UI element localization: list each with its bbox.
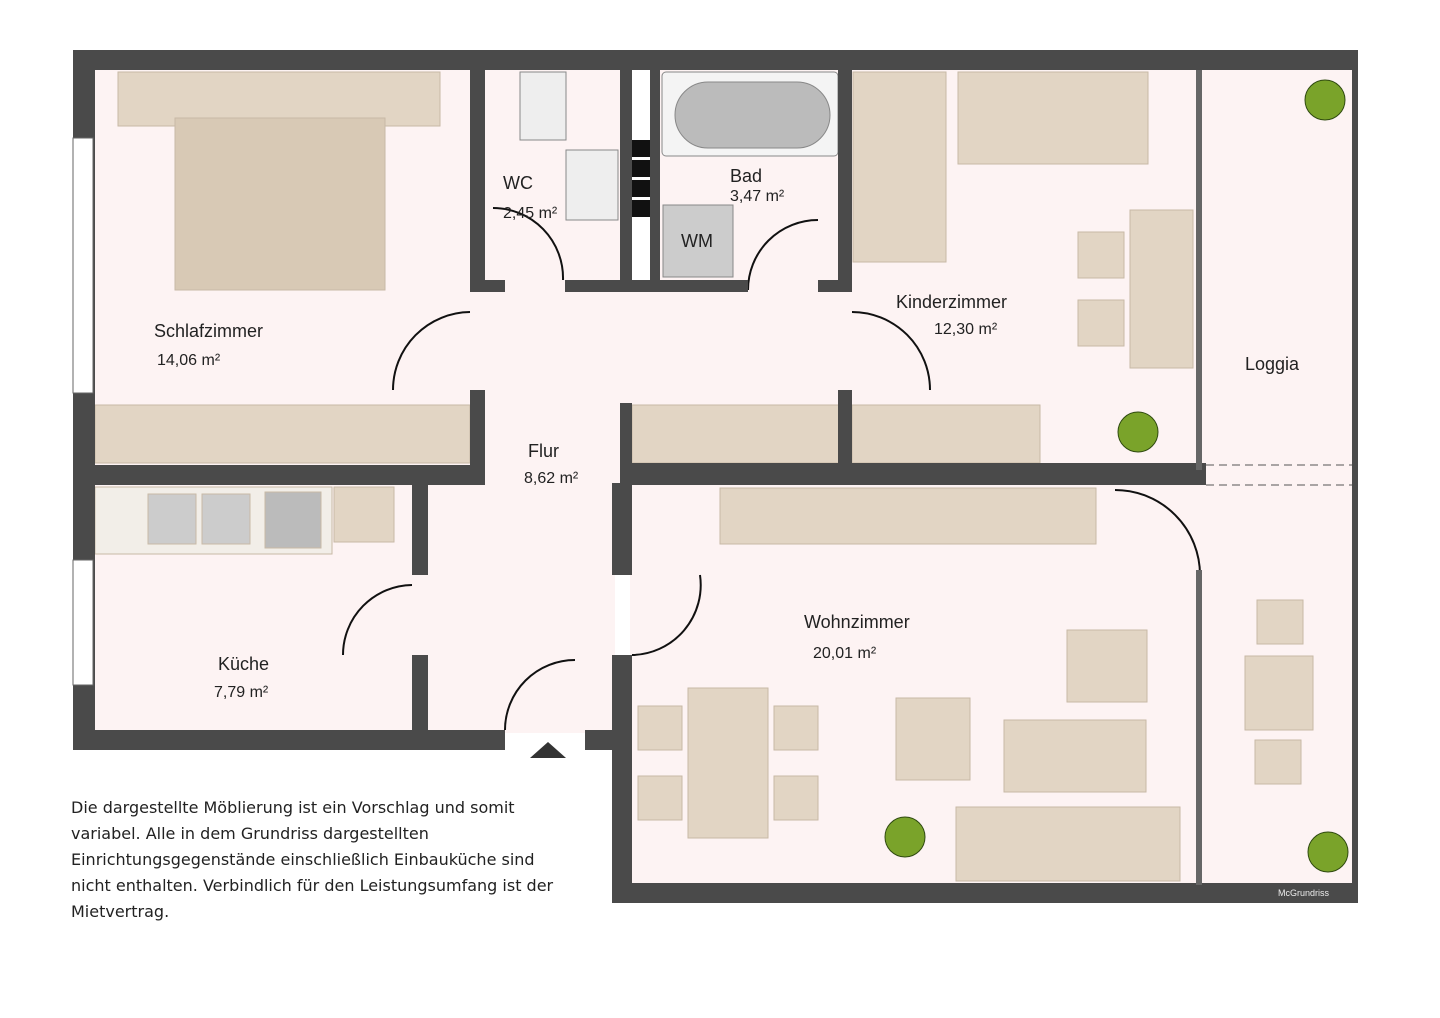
- room-area-kueche: 7,79 m²: [214, 684, 269, 701]
- room-area-wc: 2,45 m²: [503, 205, 558, 222]
- room-name-bad: Bad: [730, 166, 763, 186]
- room-name-wc: WC: [503, 173, 533, 193]
- entrance-arrow-icon: [530, 742, 566, 758]
- door-arcs: [342, 207, 1201, 731]
- room-name-kueche: Küche: [218, 654, 270, 674]
- room-name-wohnzimmer: Wohnzimmer: [804, 612, 910, 632]
- room-name-flur: Flur: [528, 441, 559, 461]
- windows: [72, 137, 94, 686]
- room-area-wohnzimmer: 20,01 m²: [813, 645, 877, 662]
- loggia-railing: [1206, 464, 1352, 486]
- brand-label: McGrundriss: [1278, 888, 1330, 898]
- sanitary: [519, 71, 839, 278]
- room-area-flur: 8,62 m²: [524, 470, 579, 487]
- room-area-bad: 3,47 m²: [730, 188, 785, 205]
- room-name-schlafzimmer: Schlafzimmer: [154, 321, 264, 341]
- washing-machine-label: WM: [681, 231, 713, 251]
- room-name-kinderzimmer: Kinderzimmer: [896, 292, 1008, 312]
- shaft-markers: [632, 140, 650, 217]
- plant-icons: [884, 79, 1349, 873]
- room-area-schlafzimmer: 14,06 m²: [157, 352, 221, 369]
- room-name-loggia: Loggia: [1245, 354, 1300, 374]
- room-area-kinderzimmer: 12,30 m²: [934, 321, 998, 338]
- disclaimer-note: Die dargestellte Möblierung ist ein Vors…: [71, 798, 554, 921]
